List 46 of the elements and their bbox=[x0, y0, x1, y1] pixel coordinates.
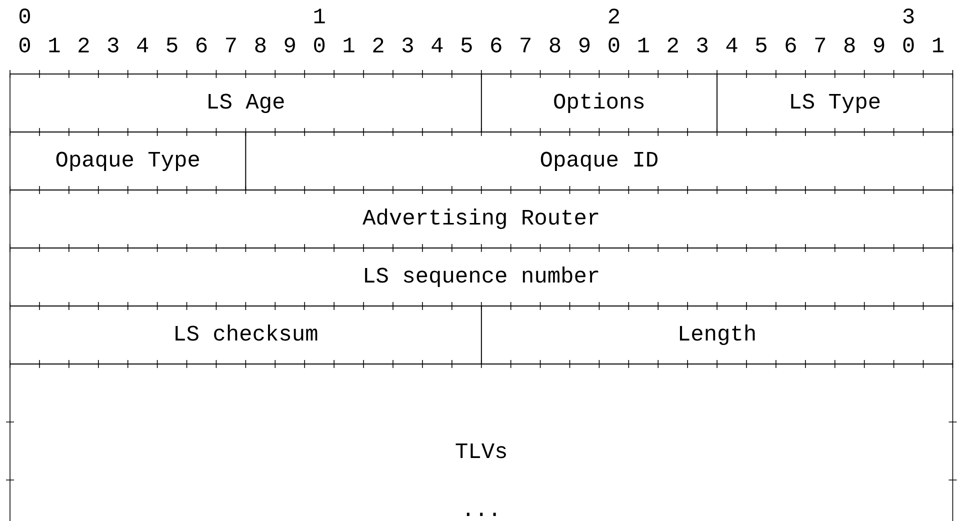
field-box: Opaque Type bbox=[10, 132, 246, 190]
field-box: LS checksum bbox=[10, 306, 482, 364]
bit-number: 5 bbox=[166, 38, 178, 52]
bit-number: 0 bbox=[19, 38, 30, 52]
bit-number: 9 bbox=[874, 38, 884, 52]
bit-number: 9 bbox=[284, 38, 295, 52]
field-box: TLVs ... bbox=[6, 364, 958, 521]
bit-number: 1 bbox=[49, 38, 60, 52]
bit-number: 0 bbox=[903, 38, 914, 52]
field-box: LS Age bbox=[10, 74, 482, 132]
bit-number: 7 bbox=[226, 38, 236, 52]
bit-number: 8 bbox=[255, 38, 266, 52]
bit-number: 2 bbox=[668, 38, 678, 52]
bit-number: 2 bbox=[373, 38, 384, 52]
bit-number: 6 bbox=[491, 38, 502, 52]
bit-decade-number: 2 bbox=[608, 8, 619, 24]
bit-number: 3 bbox=[108, 38, 118, 52]
bit-number: 6 bbox=[786, 38, 796, 52]
field-box: Length bbox=[480, 306, 954, 364]
bit-number: 7 bbox=[815, 38, 826, 52]
bit-number: 4 bbox=[137, 38, 148, 52]
bit-decade-number: 3 bbox=[903, 8, 914, 24]
bit-number: 3 bbox=[402, 38, 413, 52]
bit-number: 3 bbox=[697, 38, 708, 52]
bit-number: 5 bbox=[756, 38, 766, 52]
field-box: Options bbox=[480, 74, 718, 132]
bit-number: 8 bbox=[550, 38, 560, 52]
bit-decade-number: 1 bbox=[314, 8, 325, 24]
field-box: LS sequence number bbox=[10, 248, 954, 306]
field-box: Advertising Router bbox=[10, 190, 954, 248]
bit-number: 7 bbox=[520, 38, 530, 52]
bit-number: 4 bbox=[726, 38, 738, 52]
bit-number: 0 bbox=[314, 38, 325, 52]
bit-number: 6 bbox=[196, 38, 207, 52]
bit-number: 9 bbox=[579, 38, 590, 52]
bit-number: 1 bbox=[344, 38, 354, 52]
bit-number: 4 bbox=[432, 38, 443, 52]
bit-number: 0 bbox=[608, 38, 620, 52]
bit-decade-number: 0 bbox=[19, 8, 30, 24]
bit-number: 2 bbox=[78, 38, 89, 52]
field-box: Opaque ID bbox=[245, 132, 954, 190]
bit-number: 8 bbox=[844, 38, 855, 52]
bit-number: 1 bbox=[638, 38, 649, 52]
bit-number: 5 bbox=[461, 38, 472, 52]
bit-number: 1 bbox=[932, 38, 944, 52]
field-box: LS Type bbox=[716, 74, 954, 132]
